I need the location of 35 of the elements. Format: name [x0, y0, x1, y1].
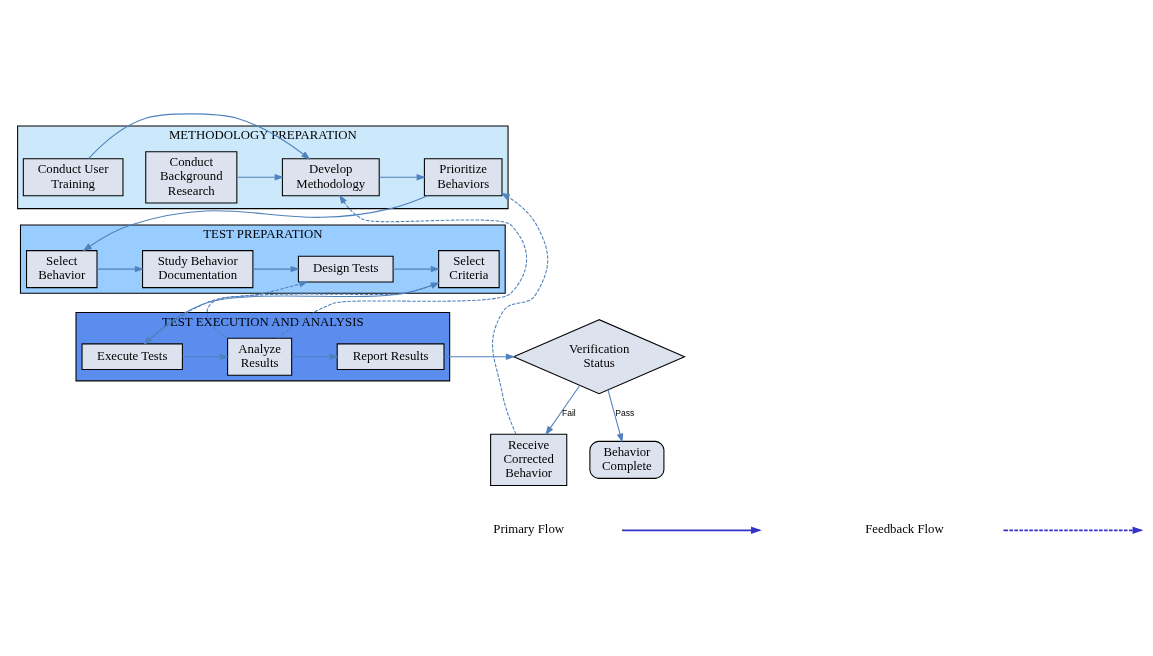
- legend-label: Feedback Flow: [865, 521, 944, 536]
- arrow: [443, 352, 516, 360]
- edge-label: Pass: [615, 407, 635, 418]
- node-box: Study Behavior Documentation: [142, 249, 254, 288]
- arrow: [87, 112, 311, 160]
- node-box: Select Criteria: [438, 249, 500, 288]
- arrow: [181, 352, 229, 360]
- node-box: Receive Corrected Behavior: [490, 433, 568, 486]
- node-box: Design Tests: [297, 255, 394, 282]
- arrow: [607, 388, 624, 443]
- arrow: [545, 384, 581, 435]
- arrow: [82, 194, 429, 251]
- node-box: Behavior Complete: [589, 440, 665, 479]
- node-box: Select Behavior: [26, 249, 98, 288]
- node-box: Execute Tests: [81, 342, 183, 370]
- edge-label: Fail: [562, 407, 576, 418]
- node-diamond: Verification Status: [512, 318, 686, 394]
- node-box: Analyze Results: [227, 337, 293, 376]
- node-box: Develop Methodology: [281, 157, 380, 196]
- arrow: [236, 173, 284, 181]
- arrow: [143, 281, 439, 345]
- arrow: [392, 265, 441, 272]
- node-box: Conduct User Training: [22, 157, 124, 196]
- node-box: Prioritize Behaviors: [423, 157, 503, 196]
- arrow: [252, 265, 300, 272]
- arrow: [492, 192, 549, 435]
- node-box: Conduct Background Research: [145, 150, 238, 203]
- arrow: [291, 352, 339, 360]
- node-box: Report Results: [336, 342, 445, 370]
- arrow: [277, 194, 528, 339]
- arrow: [96, 265, 145, 272]
- legend-label: Primary Flow: [493, 521, 565, 536]
- arrow: [144, 280, 309, 344]
- arrow: [378, 173, 426, 181]
- arrow: [206, 281, 440, 339]
